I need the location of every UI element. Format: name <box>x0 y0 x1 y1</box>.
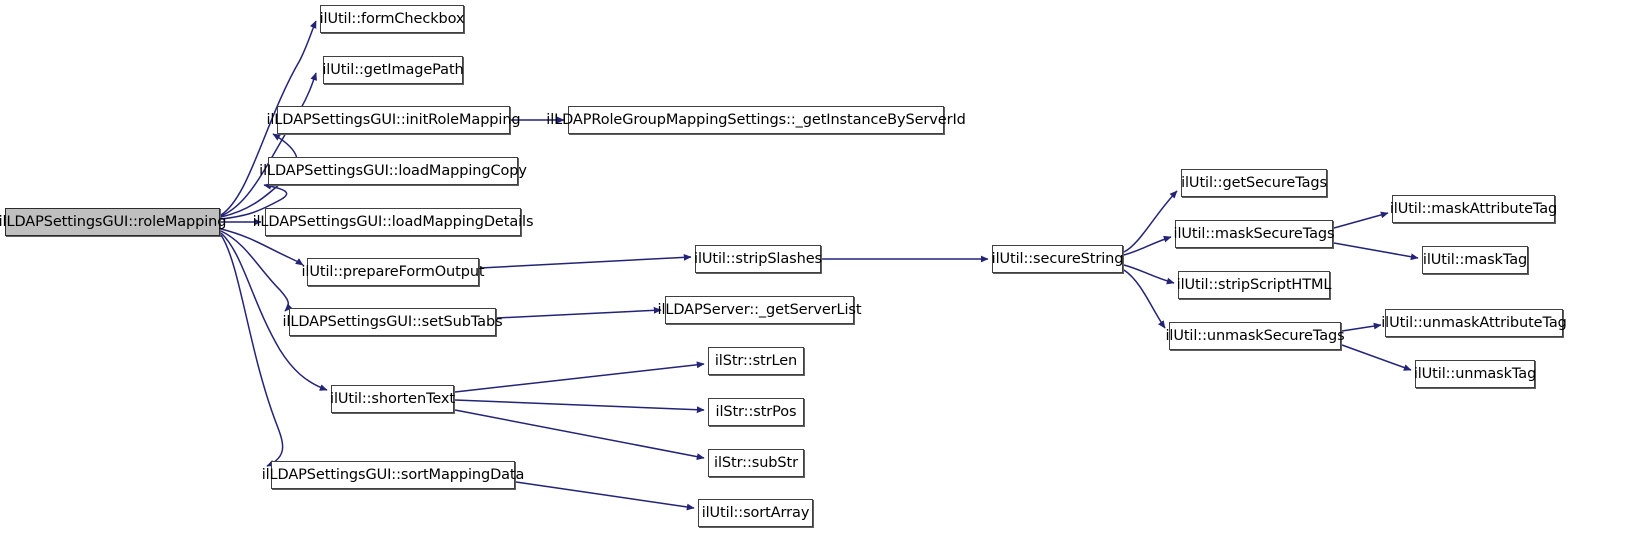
node-stripScriptHTML[interactable]: ilUtil::stripScriptHTML <box>1177 271 1331 299</box>
node-label-secureString: ilUtil::secureString <box>991 250 1124 267</box>
node-loadMappingCopy[interactable]: ilLDAPSettingsGUI::loadMappingCopy <box>259 157 527 185</box>
node-label-getSecureTags: ilUtil::getSecureTags <box>1181 174 1327 191</box>
node-label-sortMappingData: ilLDAPSettingsGUI::sortMappingData <box>261 466 525 483</box>
edge-unmaskSecureTags-to-unmaskTag <box>1341 344 1412 371</box>
node-label-sortArray: ilUtil::sortArray <box>701 504 810 521</box>
node-subStr[interactable]: ilStr::subStr <box>708 449 804 477</box>
edge-roleMapping-to-sortMappingData <box>220 234 284 467</box>
node-maskSecureTags[interactable]: ilUtil::maskSecureTags <box>1174 220 1335 248</box>
node-roleMapping[interactable]: ilLDAPSettingsGUI::roleMapping <box>0 208 226 236</box>
edge-shortenText-to-subStr <box>454 409 705 461</box>
node-label-shortenText: ilUtil::shortenText <box>330 390 455 407</box>
edge-secureString-to-unmaskSecureTags <box>1123 269 1166 329</box>
node-label-getServerList: ilLDAPServer::_getServerList <box>657 301 862 318</box>
node-unmaskTag[interactable]: ilUtil::unmaskTag <box>1414 360 1536 388</box>
node-loadMappingDetails[interactable]: ilLDAPSettingsGUI::loadMappingDetails <box>253 208 534 236</box>
node-label-loadMappingDetails: ilLDAPSettingsGUI::loadMappingDetails <box>252 213 534 230</box>
edge-shortenText-to-strLen <box>454 361 705 393</box>
edge-roleMapping-to-getImagePath <box>220 72 317 217</box>
edge-maskSecureTags-to-maskAttributeTag <box>1333 211 1389 229</box>
node-strPos[interactable]: ilStr::strPos <box>708 398 804 426</box>
node-prepareFormOutput[interactable]: ilUtil::prepareFormOutput <box>302 258 485 286</box>
node-sortMappingData[interactable]: ilLDAPSettingsGUI::sortMappingData <box>262 461 524 489</box>
node-label-initRoleMapping: ilLDAPSettingsGUI::initRoleMapping <box>266 111 521 128</box>
node-unmaskAttributeTag[interactable]: ilUtil::unmaskAttributeTag <box>1381 309 1567 337</box>
node-getServerList[interactable]: ilLDAPServer::_getServerList <box>658 296 862 324</box>
node-label-setSubTabs: ilLDAPSettingsGUI::setSubTabs <box>282 313 503 330</box>
edge-secureString-to-stripScriptHTML <box>1123 264 1175 285</box>
node-getImagePath[interactable]: ilUtil::getImagePath <box>322 56 464 84</box>
node-sortArray[interactable]: ilUtil::sortArray <box>698 499 813 527</box>
node-label-roleMapping: ilLDAPSettingsGUI::roleMapping <box>0 213 227 230</box>
node-label-formCheckbox: ilUtil::formCheckbox <box>319 10 465 27</box>
node-label-strPos: ilStr::strPos <box>715 403 797 420</box>
edge-maskSecureTags-to-maskTag <box>1333 242 1419 261</box>
node-formCheckbox[interactable]: ilUtil::formCheckbox <box>320 5 465 33</box>
node-label-getImagePath: ilUtil::getImagePath <box>322 61 464 78</box>
node-secureString[interactable]: ilUtil::secureString <box>992 245 1123 273</box>
node-label-unmaskSecureTags: ilUtil::unmaskSecureTags <box>1165 327 1345 344</box>
node-label-getInstanceByServerId: ilLDAPRoleGroupMappingSettings::_getInst… <box>546 111 966 128</box>
node-label-stripSlashes: ilUtil::stripSlashes <box>694 250 822 267</box>
node-getSecureTags[interactable]: ilUtil::getSecureTags <box>1181 169 1327 197</box>
node-label-unmaskAttributeTag: ilUtil::unmaskAttributeTag <box>1381 314 1567 331</box>
node-shortenText[interactable]: ilUtil::shortenText <box>330 385 455 413</box>
edge-prepareFormOutput-to-stripSlashes <box>479 253 692 269</box>
node-label-maskAttributeTag: ilUtil::maskAttributeTag <box>1389 200 1558 217</box>
node-label-strLen: ilStr::strLen <box>714 352 798 369</box>
node-strLen[interactable]: ilStr::strLen <box>708 347 804 375</box>
edge-setSubTabs-to-getServerList <box>496 306 662 319</box>
edge-roleMapping-to-setSubTabs <box>220 230 293 312</box>
edge-secureString-to-maskSecureTags <box>1123 235 1172 256</box>
node-maskAttributeTag[interactable]: ilUtil::maskAttributeTag <box>1390 195 1557 223</box>
node-label-maskSecureTags: ilUtil::maskSecureTags <box>1173 225 1335 242</box>
edge-secureString-to-getSecureTags <box>1123 190 1178 253</box>
node-label-maskTag: ilUtil::maskTag <box>1422 251 1528 268</box>
node-maskTag[interactable]: ilUtil::maskTag <box>1422 246 1528 274</box>
node-getInstanceByServerId[interactable]: ilLDAPRoleGroupMappingSettings::_getInst… <box>546 106 966 134</box>
edge-shortenText-to-strPos <box>454 399 705 414</box>
node-label-loadMappingCopy: ilLDAPSettingsGUI::loadMappingCopy <box>259 162 527 179</box>
node-label-prepareFormOutput: ilUtil::prepareFormOutput <box>301 263 485 280</box>
edge-sortMappingData-to-sortArray <box>515 481 695 511</box>
node-setSubTabs[interactable]: ilLDAPSettingsGUI::setSubTabs <box>282 308 503 336</box>
node-label-unmaskTag: ilUtil::unmaskTag <box>1413 365 1537 382</box>
node-label-subStr: ilStr::subStr <box>714 454 798 471</box>
node-stripSlashes[interactable]: ilUtil::stripSlashes <box>694 245 822 273</box>
node-unmaskSecureTags[interactable]: ilUtil::unmaskSecureTags <box>1165 322 1345 350</box>
node-initRoleMapping[interactable]: ilLDAPSettingsGUI::initRoleMapping <box>266 106 521 134</box>
node-label-stripScriptHTML: ilUtil::stripScriptHTML <box>1176 276 1332 293</box>
